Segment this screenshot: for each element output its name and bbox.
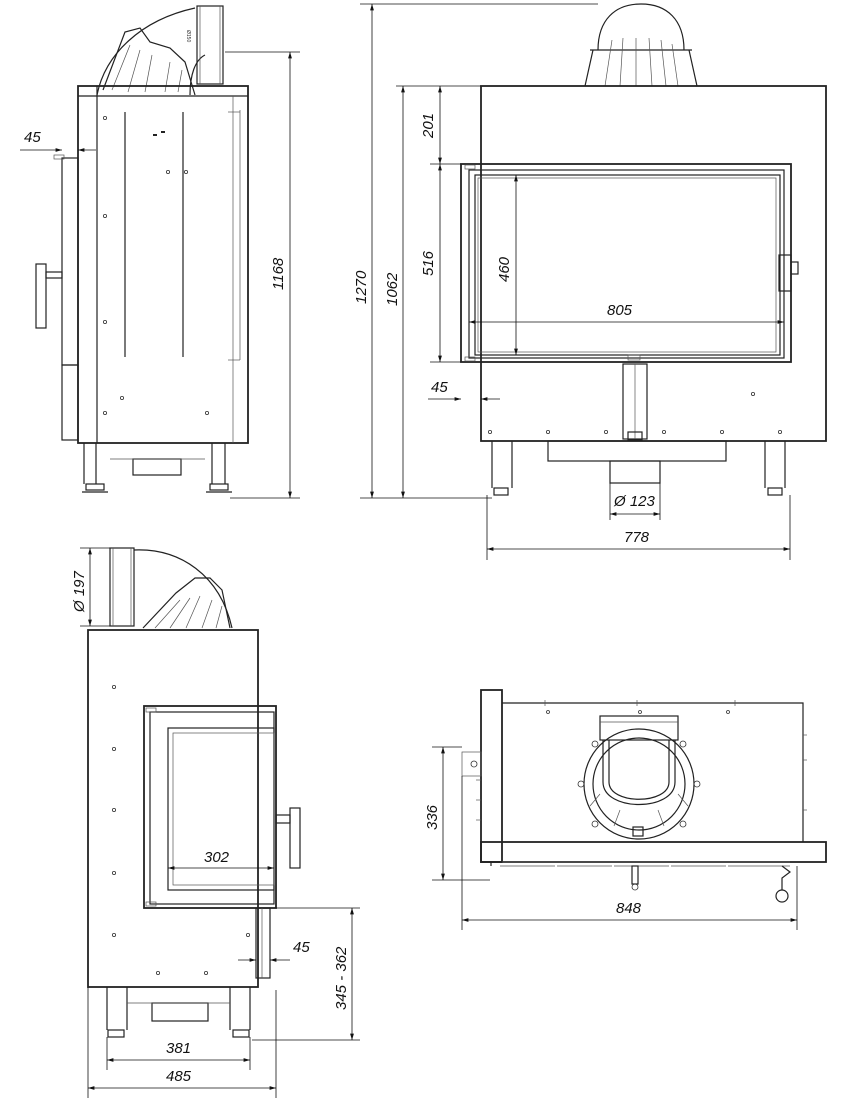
- dim-door-base-range: 345 - 362: [333, 946, 350, 1010]
- dim-handle-offset-left: 45: [24, 129, 41, 146]
- flue-dome-front: [584, 3, 698, 87]
- top-view: 336 848: [424, 689, 827, 930]
- flue-elbow-left: Ø150: [96, 5, 224, 96]
- dim-flue-diameter-front: Ø 123: [613, 493, 656, 510]
- dim-glass-height: 460: [496, 256, 513, 282]
- dim-flue-diameter-side: Ø 197: [71, 570, 88, 613]
- dim-depth-feet: 381: [166, 1040, 191, 1057]
- flue-label: Ø150: [185, 30, 191, 42]
- dim-handle-offset-side: 45: [293, 939, 310, 956]
- dim-height-body: 1062: [384, 272, 401, 306]
- dim-door-height: 516: [420, 250, 437, 276]
- dim-glass-width-side: 302: [204, 849, 230, 866]
- side-view-left: Ø150: [20, 5, 300, 499]
- dim-depth-total: 485: [166, 1068, 192, 1085]
- flue-ring-top: [577, 715, 701, 840]
- dim-side-offset-front: 45: [431, 379, 448, 396]
- side-view-right: Ø 197 302 45 345 - 362 381 485: [71, 547, 360, 1098]
- dim-top-width: 848: [616, 900, 642, 917]
- dim-base-width: 778: [624, 529, 650, 546]
- dim-top-offset: 201: [420, 113, 437, 139]
- dim-top-depth: 336: [424, 804, 441, 830]
- front-view: 201 516 460 805 1270 1062 45 Ø 123 778: [353, 3, 827, 560]
- dim-height-total-front: 1270: [353, 270, 370, 304]
- dim-height-total-left: 1168: [270, 257, 287, 290]
- flue-elbow-right: [109, 547, 233, 629]
- dim-glass-width: 805: [607, 302, 633, 319]
